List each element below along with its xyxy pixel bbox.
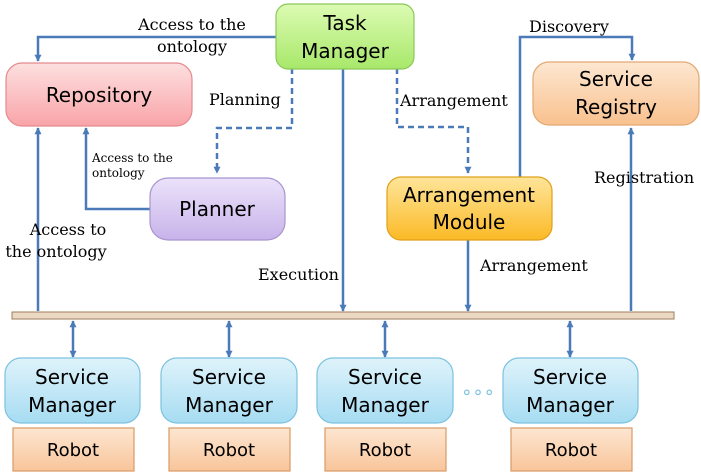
arrow-task-to-repository [34, 35, 276, 62]
service-registry-line1: Service [579, 67, 653, 91]
service-manager-node: Service Manager [316, 357, 454, 424]
repository-label: Repository [46, 83, 153, 107]
task-manager-line2: Manager [301, 39, 389, 63]
robot-node: Robot [510, 427, 633, 472]
label-access-ontology-top-2: ontology [157, 37, 227, 56]
label-access-ontology-planner-2: ontology [92, 166, 145, 180]
task-manager-line1: Task [322, 11, 367, 35]
planner-label: Planner [179, 197, 256, 221]
service-manager-line1: Service [348, 365, 422, 389]
service-registry-line2: Registry [575, 95, 657, 119]
more-managers-ellipsis: ∘∘∘ [461, 382, 495, 403]
repository-node: Repository [5, 62, 193, 127]
service-registry-node: Service Registry [532, 61, 700, 126]
service-manager-node: Service Manager [4, 357, 141, 424]
label-execution: Execution [258, 265, 339, 284]
service-manager-node: Service Manager [160, 357, 298, 424]
service-manager-line1: Service [192, 365, 266, 389]
label-registration: Registration [594, 168, 694, 187]
arrangement-module-node: Arrangement Module [386, 176, 553, 241]
arrow-planning [213, 68, 294, 174]
planner-node: Planner [149, 177, 286, 241]
arrow-arrangement-top [395, 68, 472, 174]
service-manager-line2: Manager [185, 393, 273, 417]
label-arrangement-top: Arrangement [399, 91, 508, 110]
label-planning: Planning [209, 90, 281, 109]
arrangement-module-line2: Module [433, 210, 506, 234]
label-discovery: Discovery [529, 17, 609, 36]
service-manager-line1: Service [533, 365, 607, 389]
arrangement-module-line1: Arrangement [403, 183, 535, 207]
robot-node: Robot [168, 427, 291, 472]
robot-label: Robot [359, 440, 411, 461]
communication-bus [11, 311, 675, 320]
arrow-planner-to-repository [82, 127, 150, 211]
robot-node: Robot [324, 427, 447, 472]
label-access-ontology-planner-1: Access to the [91, 151, 173, 165]
service-manager-node: Service Manager [502, 357, 639, 424]
label-arrangement-bottom: Arrangement [479, 256, 588, 275]
service-manager-line2: Manager [526, 393, 614, 417]
robot-label: Robot [545, 440, 597, 461]
task-manager-node: Task Manager [275, 3, 415, 70]
label-access-ontology-top-1: Access to the [137, 15, 246, 34]
robot-label: Robot [203, 440, 255, 461]
service-manager-line2: Manager [28, 393, 116, 417]
robot-label: Robot [47, 440, 99, 461]
service-manager-line1: Service [35, 365, 109, 389]
label-access-ontology-left-1: Access to [29, 220, 107, 239]
service-manager-line2: Manager [341, 393, 429, 417]
label-access-ontology-left-2: the ontology [5, 242, 106, 261]
robot-node: Robot [12, 427, 135, 472]
arrow-discovery [518, 35, 636, 180]
